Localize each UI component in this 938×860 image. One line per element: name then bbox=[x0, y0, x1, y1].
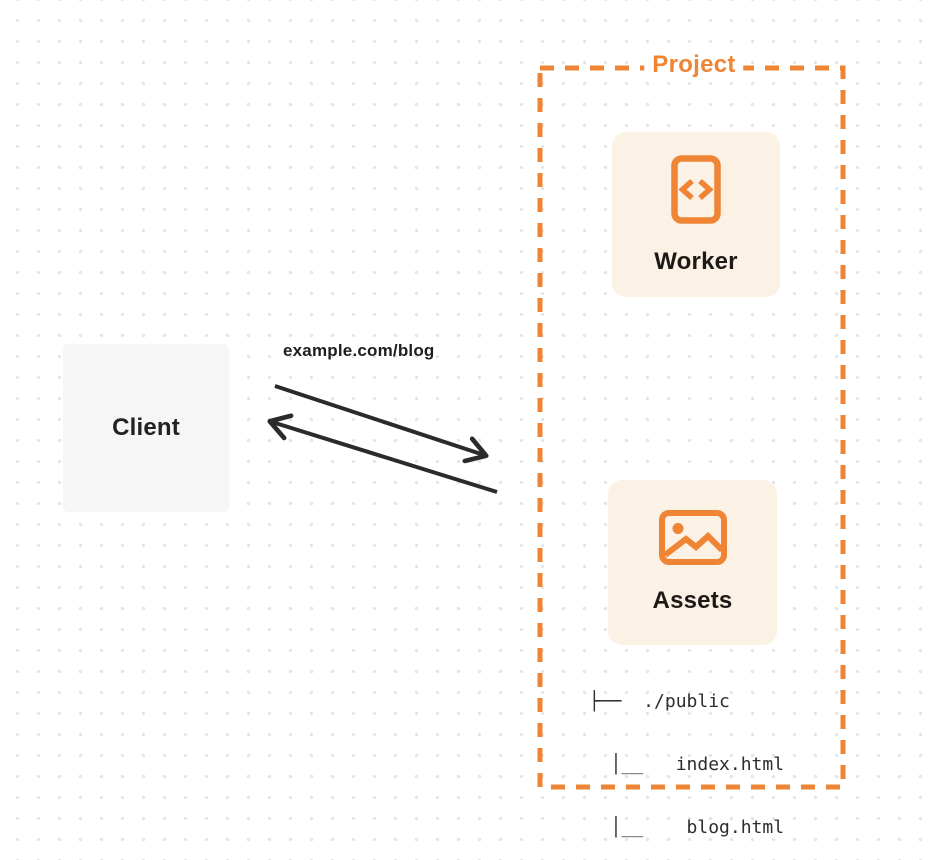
worker-label: Worker bbox=[654, 248, 738, 275]
assets-card: Assets bbox=[608, 480, 777, 645]
client-label: Client bbox=[112, 414, 180, 441]
code-file-icon bbox=[671, 155, 721, 224]
assets-label: Assets bbox=[652, 587, 733, 614]
tree-line-blog: │__ blog.html bbox=[589, 817, 785, 838]
request-arrow bbox=[274, 384, 489, 464]
worker-card: Worker bbox=[612, 132, 780, 297]
response-arrow bbox=[267, 413, 498, 494]
tree-line-index: │__ index.html bbox=[589, 754, 785, 775]
assets-file-tree: ├── ./public │__ index.html │__ blog.htm… bbox=[589, 649, 784, 860]
request-url-label: example.com/blog bbox=[283, 341, 435, 360]
client-box: Client bbox=[63, 344, 229, 512]
image-icon bbox=[658, 510, 727, 565]
project-label: Project bbox=[644, 51, 744, 79]
tree-line-public: ├── ./public bbox=[589, 691, 730, 712]
